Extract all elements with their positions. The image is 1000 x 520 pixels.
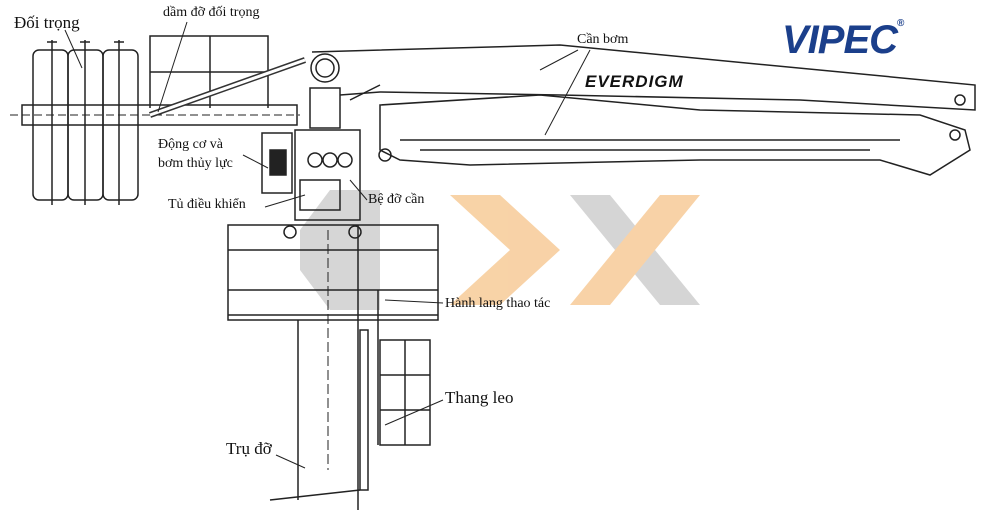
- everdigm-brand: EVERDIGM: [585, 72, 684, 91]
- label-walkway: Hành lang thao tác: [445, 296, 551, 311]
- walkway-platform: [227, 224, 439, 321]
- label-counterweight: Đối trọng: [14, 13, 80, 32]
- counterweights: [32, 40, 139, 205]
- mast: [269, 225, 369, 510]
- registered-mark: ®: [897, 18, 904, 29]
- boom: [310, 44, 976, 176]
- label-ladder: Thang leo: [445, 388, 514, 407]
- leader-lines: [64, 21, 591, 469]
- label-mast: Trụ đỡ: [226, 439, 272, 458]
- label-engine-line2: bơm thủy lực: [158, 156, 233, 171]
- vipec-logo: VIPEC®: [782, 18, 904, 63]
- label-boom: Cần bơm: [577, 32, 629, 47]
- turret: [261, 87, 361, 221]
- label-boom-base: Bệ đỡ cần: [368, 192, 425, 207]
- label-counterweight-beam: dầm đỡ đối trọng: [163, 5, 260, 20]
- label-engine-line1: Động cơ và: [158, 137, 223, 152]
- logo-text: VIPEC: [782, 18, 898, 62]
- ladder-cage: [377, 290, 431, 446]
- label-control-cabinet: Tủ điều khiển: [168, 197, 246, 212]
